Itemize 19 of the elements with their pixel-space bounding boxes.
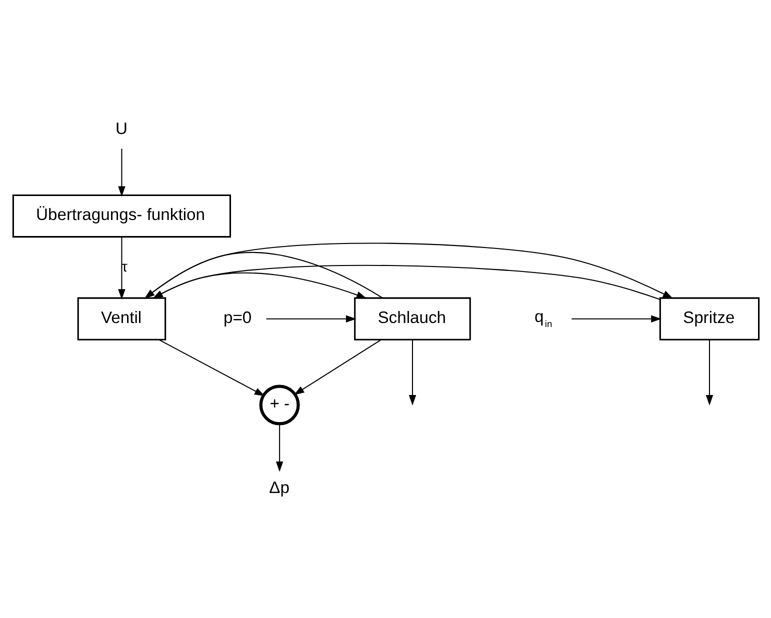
node-circle: + -	[258, 384, 300, 425]
arrow	[705, 339, 713, 405]
node-box: Übertragungs- funktion	[12, 194, 230, 238]
node-box: Ventil	[76, 296, 166, 340]
arrow	[118, 236, 125, 300]
node-text: Δp	[268, 478, 290, 497]
node-text: q$_{in}$	[534, 306, 552, 328]
arrow	[118, 148, 125, 196]
arrow	[293, 338, 381, 394]
node-box: Spritze	[658, 296, 760, 340]
arrow	[571, 314, 661, 322]
arrow	[266, 314, 356, 322]
arrow	[275, 423, 283, 472]
arrow	[158, 338, 264, 396]
node-text: p=0	[222, 307, 252, 326]
node-text: U	[114, 118, 127, 138]
edge-label: τ	[121, 258, 127, 275]
arrow	[408, 339, 416, 405]
node-box: Schlauch	[354, 296, 470, 340]
